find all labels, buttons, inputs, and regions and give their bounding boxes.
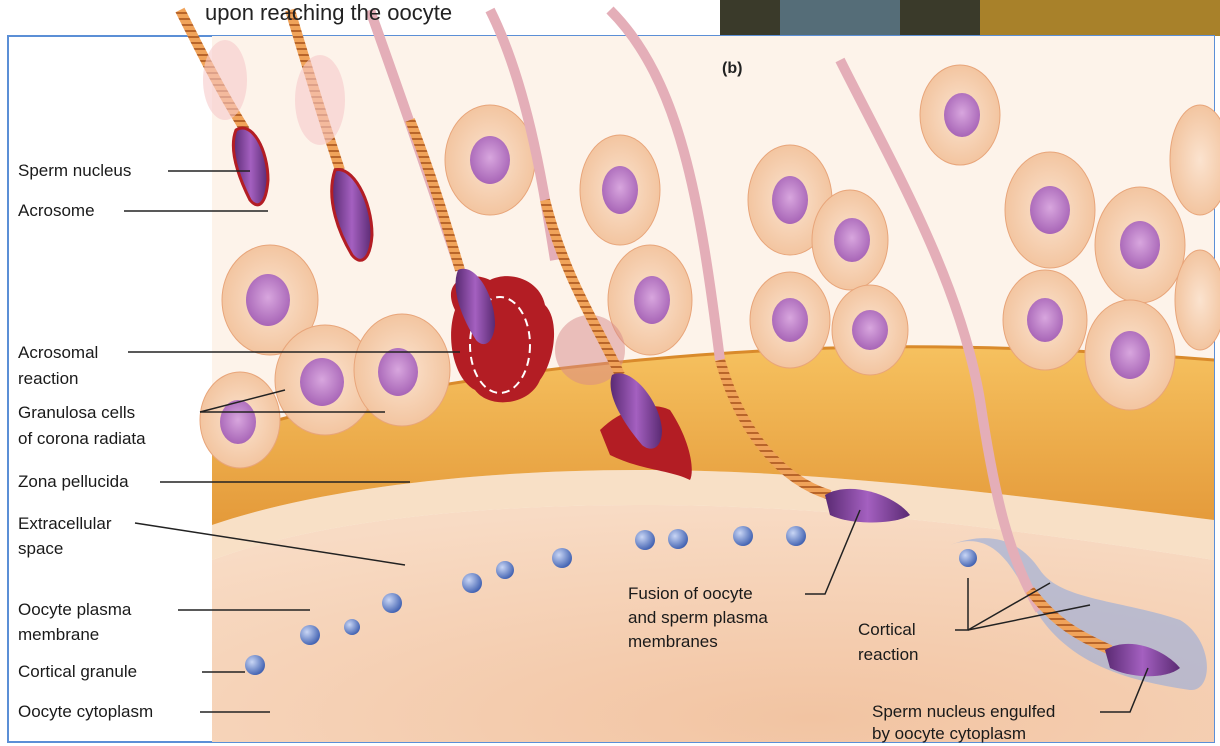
label-acrosomal-reaction-line2: reaction — [18, 368, 78, 390]
label-extracellular-line1: Extracellular — [18, 513, 112, 535]
label-extracellular-line2: space — [18, 538, 63, 560]
top-caption: upon reaching the oocyte — [205, 0, 452, 26]
label-engulfed-line1: Sperm nucleus engulfed — [872, 701, 1055, 723]
panel-tag: (b) — [722, 60, 742, 78]
label-sperm-nucleus: Sperm nucleus — [18, 160, 131, 182]
label-zona-pellucida: Zona pellucida — [18, 471, 129, 493]
label-cortical-granule: Cortical granule — [18, 661, 137, 683]
label-fusion-line2: and sperm plasma — [628, 607, 768, 629]
label-acrosomal-reaction-line1: Acrosomal — [18, 342, 98, 364]
label-cortical-reaction-line2: reaction — [858, 644, 918, 666]
label-fusion-line3: membranes — [628, 631, 718, 653]
label-oocyte-membrane-line2: membrane — [18, 624, 99, 646]
label-granulosa-line2: of corona radiata — [18, 428, 146, 450]
label-acrosome: Acrosome — [18, 200, 95, 222]
label-fusion-line1: Fusion of oocyte — [628, 583, 753, 605]
label-cortical-reaction-line1: Cortical — [858, 619, 916, 641]
label-oocyte-cytoplasm: Oocyte cytoplasm — [18, 701, 153, 723]
label-granulosa-line1: Granulosa cells — [18, 402, 135, 424]
label-engulfed-line2: by oocyte cytoplasm — [872, 723, 1026, 745]
label-oocyte-membrane-line1: Oocyte plasma — [18, 599, 131, 621]
